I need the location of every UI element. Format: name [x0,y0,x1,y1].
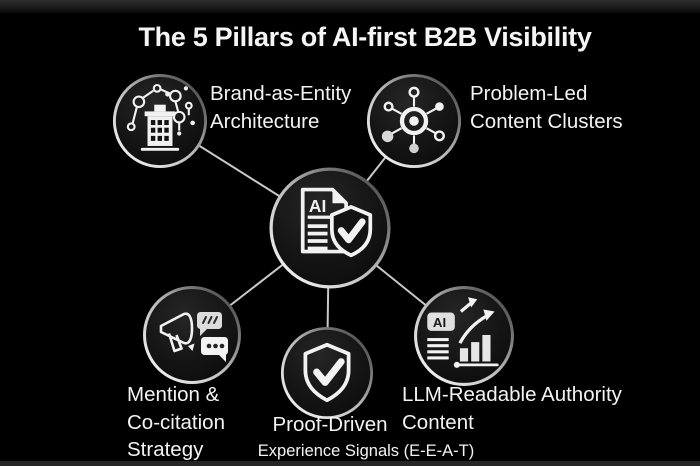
ai-document-shield-icon: AI [269,167,391,289]
checkmark-glyph [313,358,345,386]
pillar-node-brand-entity [112,73,208,169]
label-line: Content [402,410,474,434]
chat-bubble-glyph [197,312,228,362]
label-line: Mention & [127,383,220,406]
bottom-vignette [0,461,700,466]
label-line: Content Clusters [470,109,623,133]
label-line: Architecture [210,109,320,133]
pillar-label-proof-driven: Proof-Driven [230,411,430,439]
pillar-node-proof-driven [280,326,374,420]
pillar-label-brand-entity: Brand-as-Entity Architecture [210,80,351,135]
pillar-label-content-clusters: Problem-Led Content Clusters [470,80,623,135]
pillar-label-experience-signals: Experience Signals (E-E-A-T) [256,441,476,461]
building-knowledge-graph-icon [112,73,208,169]
ai-label: AI [309,196,326,216]
megaphone-glyph [159,312,194,353]
label-line: Problem-Led [470,82,588,105]
ai-label: AI [433,315,446,330]
label-line: Proof-Driven [272,413,388,436]
label-line: Strategy [127,438,204,461]
page-title: The 5 Pillars of AI-first B2B Visibility [138,22,592,52]
ai-growth-chart-icon: AI [414,286,514,386]
pillar-node-mention-cocitation [142,285,242,385]
top-vignette [0,0,700,13]
pillar-node-content-clusters [366,73,462,169]
bar-chart-glyph [459,334,491,362]
label-line: Co-citation [127,410,225,434]
shield-checkmark-icon [280,326,374,420]
label-line: Brand-as-Entity [210,82,352,105]
megaphone-chat-bubbles-icon [143,286,241,384]
network-glyph [126,83,193,132]
hub-and-spokes-icon [366,73,462,169]
center-node-ai-visibility: AI [268,166,392,290]
pillar-label-mention-cocitation: Mention & Co-citation Strategy [127,381,225,464]
checkmark-glyph [337,218,366,244]
shield-glyph [303,342,351,403]
pillar-label-llm-authority: LLM-Readable Authority Content [402,381,622,436]
growth-arrow-glyph [458,297,495,344]
pillar-node-llm-authority: AI [413,285,515,387]
label-line: LLM-Readable Authority [402,383,622,406]
ai-chip-glyph [427,312,455,331]
label-line: Experience Signals (E-E-A-T) [257,442,475,460]
